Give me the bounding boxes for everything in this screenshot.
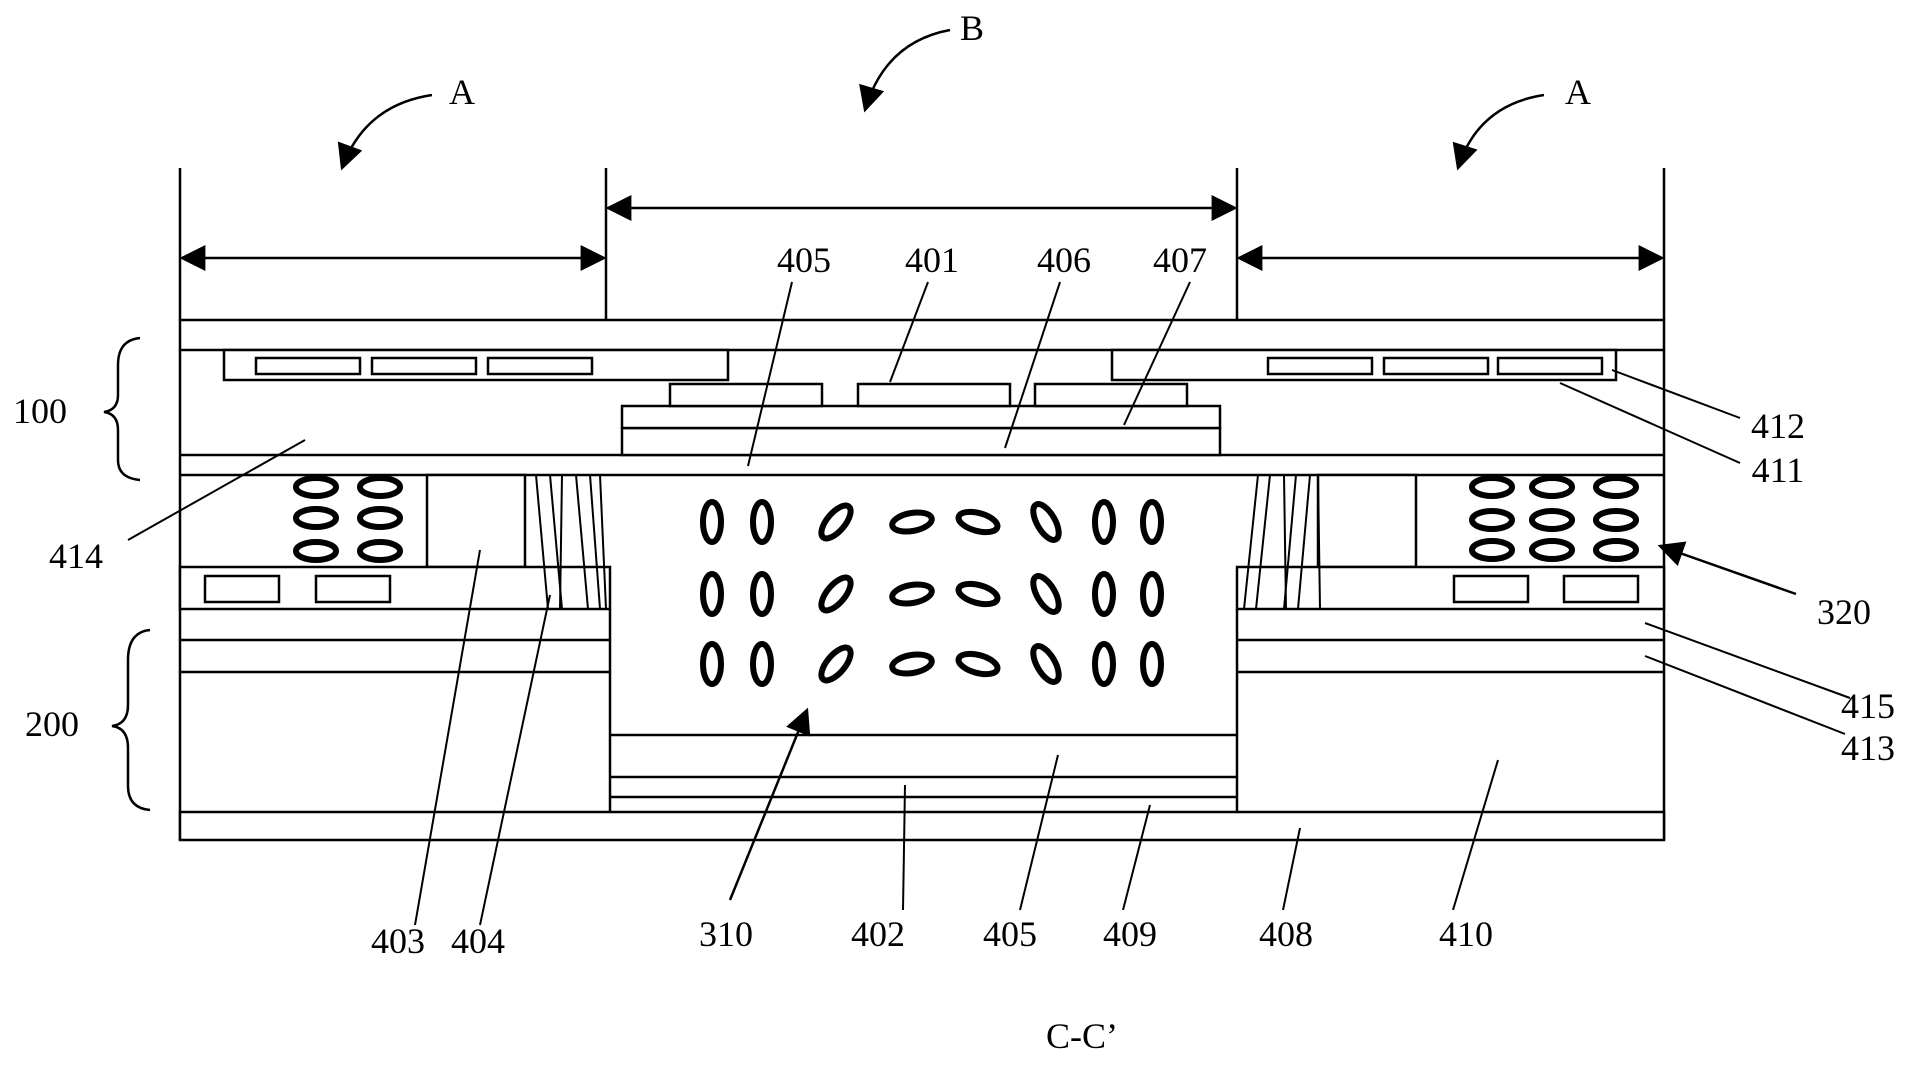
right-spacer-403 [1316,473,1418,569]
leader-lines [127,281,1851,926]
base-plate-408 [178,810,1666,842]
label-410: 410 [1439,914,1493,954]
left-electrode-segment [254,356,362,376]
label-310: 310 [699,914,753,954]
left-spacer-403 [425,473,527,569]
lc-molecule-310 [889,651,935,677]
bracket-100 [103,336,141,482]
labels: A B A 100 200 414 405 401 406 407 412 41… [13,8,1895,1056]
lc-molecule-310 [955,580,1001,608]
top-cover-layer [178,318,1666,352]
label-406: 406 [1037,240,1091,280]
lc-molecule-310 [818,502,854,542]
left-sealant-404 [535,474,607,610]
region-boundaries [178,168,1666,320]
center-electrode-right [1033,382,1189,408]
bracket-200 [111,628,151,812]
lc-molecule-310 [818,644,854,684]
center-layer-406 [620,426,1222,457]
label-412: 412 [1751,406,1805,446]
lc-molecule-310 [1092,641,1116,687]
region-a-right-curved-arrow [1452,93,1545,171]
label-200: 200 [25,704,79,744]
label-401: 401 [905,240,959,280]
lc-molecule-310 [955,508,1001,536]
lc-molecule-310 [1030,573,1062,615]
right-electrode-segment [1266,356,1374,376]
substrate-brackets [103,336,151,812]
label-414: 414 [49,536,103,576]
lc-molecule-310 [700,499,724,545]
region-b-curved-arrow [859,28,951,113]
label-405-bottom: 405 [983,914,1037,954]
lc-molecule-310 [1092,499,1116,545]
label-411: 411 [1752,450,1805,490]
lc-molecule-310 [818,574,854,614]
region-label-a-right: A [1565,72,1591,112]
lc-molecule-310 [750,641,774,687]
lc-molecule-310 [1140,641,1164,687]
left-electrode-segment [486,356,594,376]
lc-molecule-310 [1092,571,1116,617]
lc-molecule-310 [700,571,724,617]
region-dimension-arrows [179,195,1665,271]
right-bottom-electrode [1452,574,1530,604]
region-label-a-left: A [449,72,475,112]
lc-molecule-310 [1030,501,1062,543]
center-electrode-401 [856,382,1012,408]
right-sealant-404 [1242,474,1321,610]
liquid-crystal-molecules [293,475,1639,687]
label-407: 407 [1153,240,1207,280]
left-electrode-segment [370,356,478,376]
region-a-left-curved-arrow [337,93,433,171]
label-409: 409 [1103,914,1157,954]
lc-molecule-310 [1140,499,1164,545]
left-bottom-electrode [314,574,392,604]
region-label-b: B [960,8,984,48]
lc-molecule-310 [889,581,935,607]
lc-molecule-310 [750,499,774,545]
figure-caption: C-C’ [1046,1016,1118,1056]
left-bottom-electrode [203,574,281,604]
lc-molecule-310 [1140,571,1164,617]
label-405-top: 405 [777,240,831,280]
upper-substrate [178,318,1666,477]
right-bottom-electrode [1562,574,1640,604]
right-electrode-segment [1382,356,1490,376]
region-curved-arrows [337,28,1545,171]
lc-molecule-310 [1030,643,1062,685]
label-408: 408 [1259,914,1313,954]
label-413: 413 [1841,728,1895,768]
lc-molecule-310 [889,509,935,535]
center-electrode-left [668,382,824,408]
lc-molecule-310 [700,641,724,687]
lower-substrate [178,473,1666,842]
label-402: 402 [851,914,905,954]
label-320: 320 [1817,592,1871,632]
label-403: 403 [371,921,425,961]
lc-molecule-310 [750,571,774,617]
right-electrode-segment [1496,356,1604,376]
label-100: 100 [13,391,67,431]
label-415: 415 [1841,686,1895,726]
label-404: 404 [451,921,505,961]
lc-molecule-310 [955,650,1001,678]
